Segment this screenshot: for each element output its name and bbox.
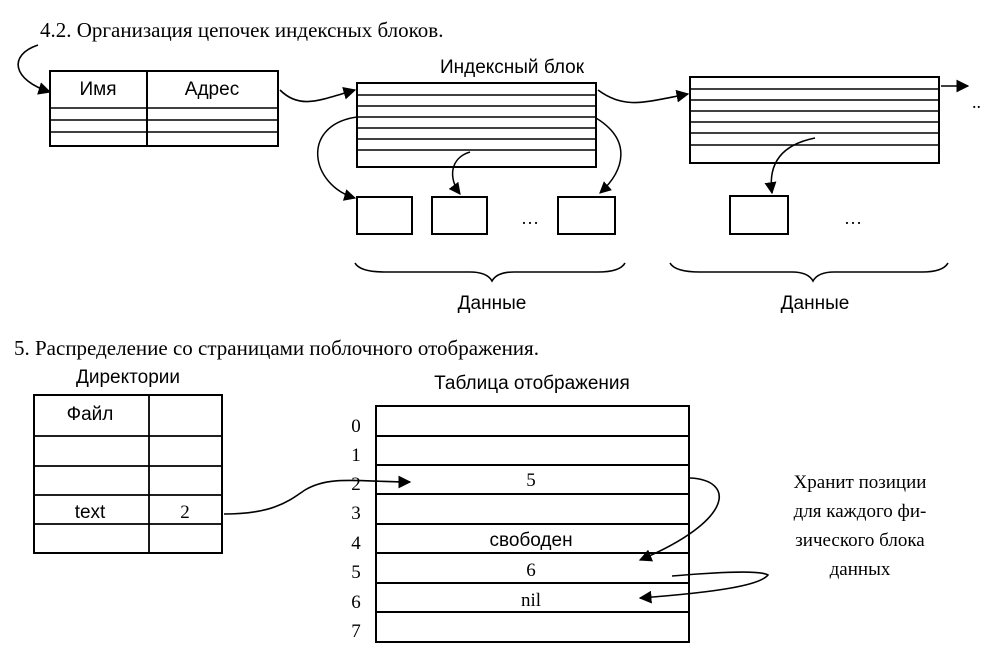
ellipsis-2: … [844, 208, 862, 228]
row-value-2: 5 [526, 470, 536, 491]
index-to-data-arrow-2 [448, 151, 471, 195]
index-block-label: Индексный блок [440, 57, 585, 78]
row-number: 3 [351, 503, 361, 524]
row-number: 2 [351, 474, 361, 495]
row-number: 1 [351, 445, 361, 466]
note-line: зического блока [795, 530, 925, 551]
entry-arrow [17, 44, 52, 95]
data-block [557, 196, 616, 235]
row-value-6: nil [521, 590, 541, 611]
note-line: для каждого фи- [794, 501, 927, 522]
directory-table-1: Имя Адрес [49, 70, 279, 147]
index-block-1 [356, 82, 597, 168]
name-column-header: Имя [79, 79, 116, 100]
index-to-data-arrow-1 [316, 116, 358, 201]
row-number: 5 [351, 562, 361, 583]
file-column-header: Файл [67, 404, 114, 425]
note-line: данных [830, 559, 891, 580]
row-number: 0 [351, 416, 361, 437]
ellipsis-1: … [521, 208, 539, 228]
note-line: Хранит позиции [794, 472, 927, 493]
table-to-index-arrow [279, 87, 357, 103]
mapping-table-label: Таблица отображения [434, 373, 630, 394]
trailing-ellipsis: .. [972, 92, 981, 112]
section2-title: 5. Распределение со страницами поблочног… [14, 336, 539, 360]
directory-to-map-arrow [223, 475, 412, 515]
directory-label: Директории [76, 367, 180, 388]
section1-title: 4.2. Организация цепочек индексных блоко… [40, 18, 443, 42]
data-block [431, 196, 488, 235]
index-chain-arrow [597, 89, 690, 104]
row-number: 6 [351, 592, 361, 613]
chain-arrow-2-to-5 [638, 477, 720, 562]
index-to-data-arrow-4 [764, 137, 816, 195]
directory-table-2: Файл text 2 [33, 394, 223, 554]
address-column-header: Адрес [185, 79, 239, 100]
row-value-4: свободен [489, 530, 572, 551]
data-label-1: Данные [458, 293, 527, 314]
index-block-2 [689, 76, 940, 164]
data-block [356, 196, 413, 235]
data-brace-1 [354, 262, 626, 283]
index-to-data-arrow-3 [595, 117, 622, 194]
file-entry-block: 2 [180, 502, 190, 523]
chain-arrow-5-to-6 [638, 571, 770, 604]
file-entry-name: text [75, 502, 106, 523]
data-brace-2 [669, 262, 949, 283]
data-block [729, 195, 789, 235]
row-number: 4 [351, 533, 361, 554]
row-number: 7 [351, 621, 361, 642]
mapping-table [375, 405, 690, 643]
row-value-5: 6 [526, 560, 536, 581]
data-label-2: Данные [781, 293, 850, 314]
